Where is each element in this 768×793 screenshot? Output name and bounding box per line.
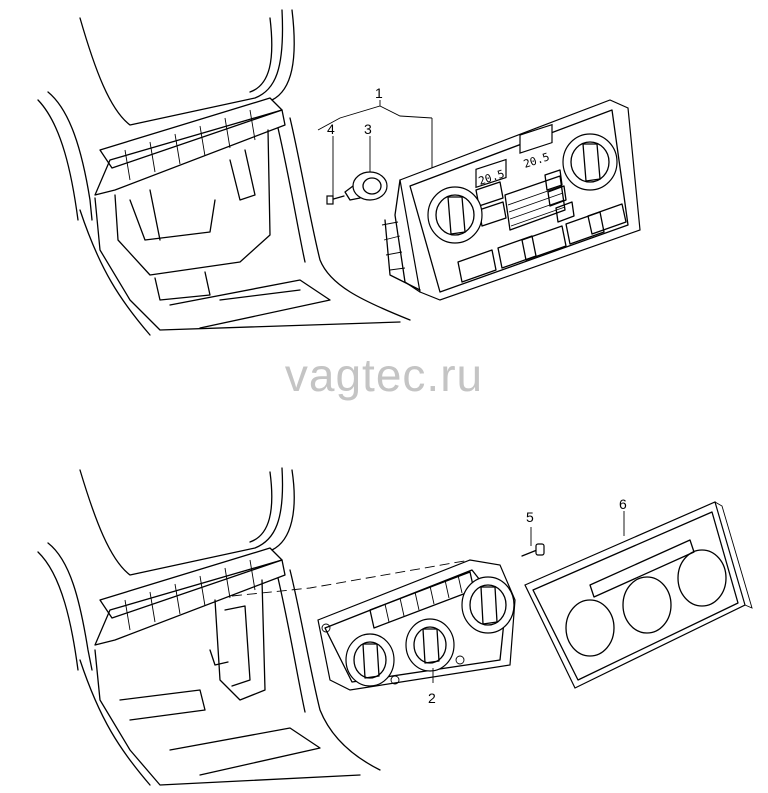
screw-5: [521, 543, 545, 557]
callout-2: 2: [428, 690, 436, 706]
callout-6: 6: [619, 496, 627, 512]
leader-lines-bottom: [231, 511, 625, 683]
trim-panel: [524, 501, 753, 689]
screw-4: [326, 195, 345, 205]
dashboard-console-bottom: [37, 467, 381, 786]
callout-5: 5: [526, 509, 534, 525]
leader-lines-top: [317, 100, 433, 196]
climate-control-unit-manual: [317, 559, 516, 691]
temperature-sensor: [344, 171, 388, 201]
dashboard-console-top: [37, 9, 411, 336]
climatronic-control-unit: 20.5 20.5: [381, 99, 641, 301]
callout-3: 3: [364, 121, 372, 137]
callout-1: 1: [375, 85, 383, 101]
watermark: vagtec.ru: [284, 349, 484, 401]
callout-4: 4: [327, 121, 335, 137]
